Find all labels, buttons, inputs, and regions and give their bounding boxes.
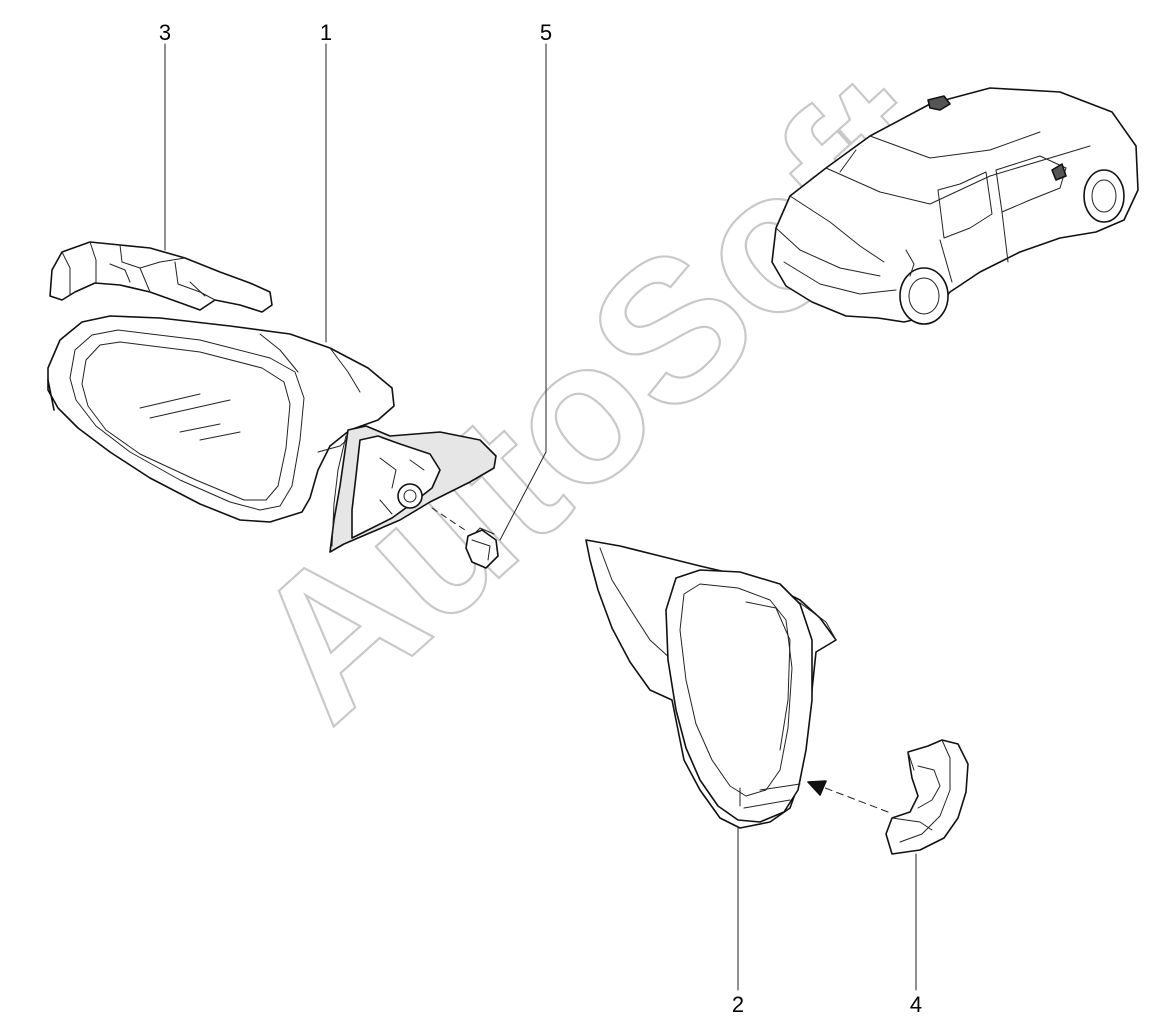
part-1-mirror-assembly [47,315,395,523]
callout-1: 1 [320,20,332,45]
part-4-cover [885,739,969,855]
part-3-cover [49,241,273,313]
mirror-base-bracket [329,425,497,553]
leader-lines [164,43,917,991]
callout-4: 4 [910,992,922,1017]
car-location-illustration [771,87,1139,325]
callout-5: 5 [540,20,552,45]
part-5-nut [431,507,499,569]
part-2-mirror-assembly [585,539,837,829]
assembly-arrow [807,780,889,813]
callout-3: 3 [159,20,171,45]
callout-2: 2 [732,992,744,1017]
